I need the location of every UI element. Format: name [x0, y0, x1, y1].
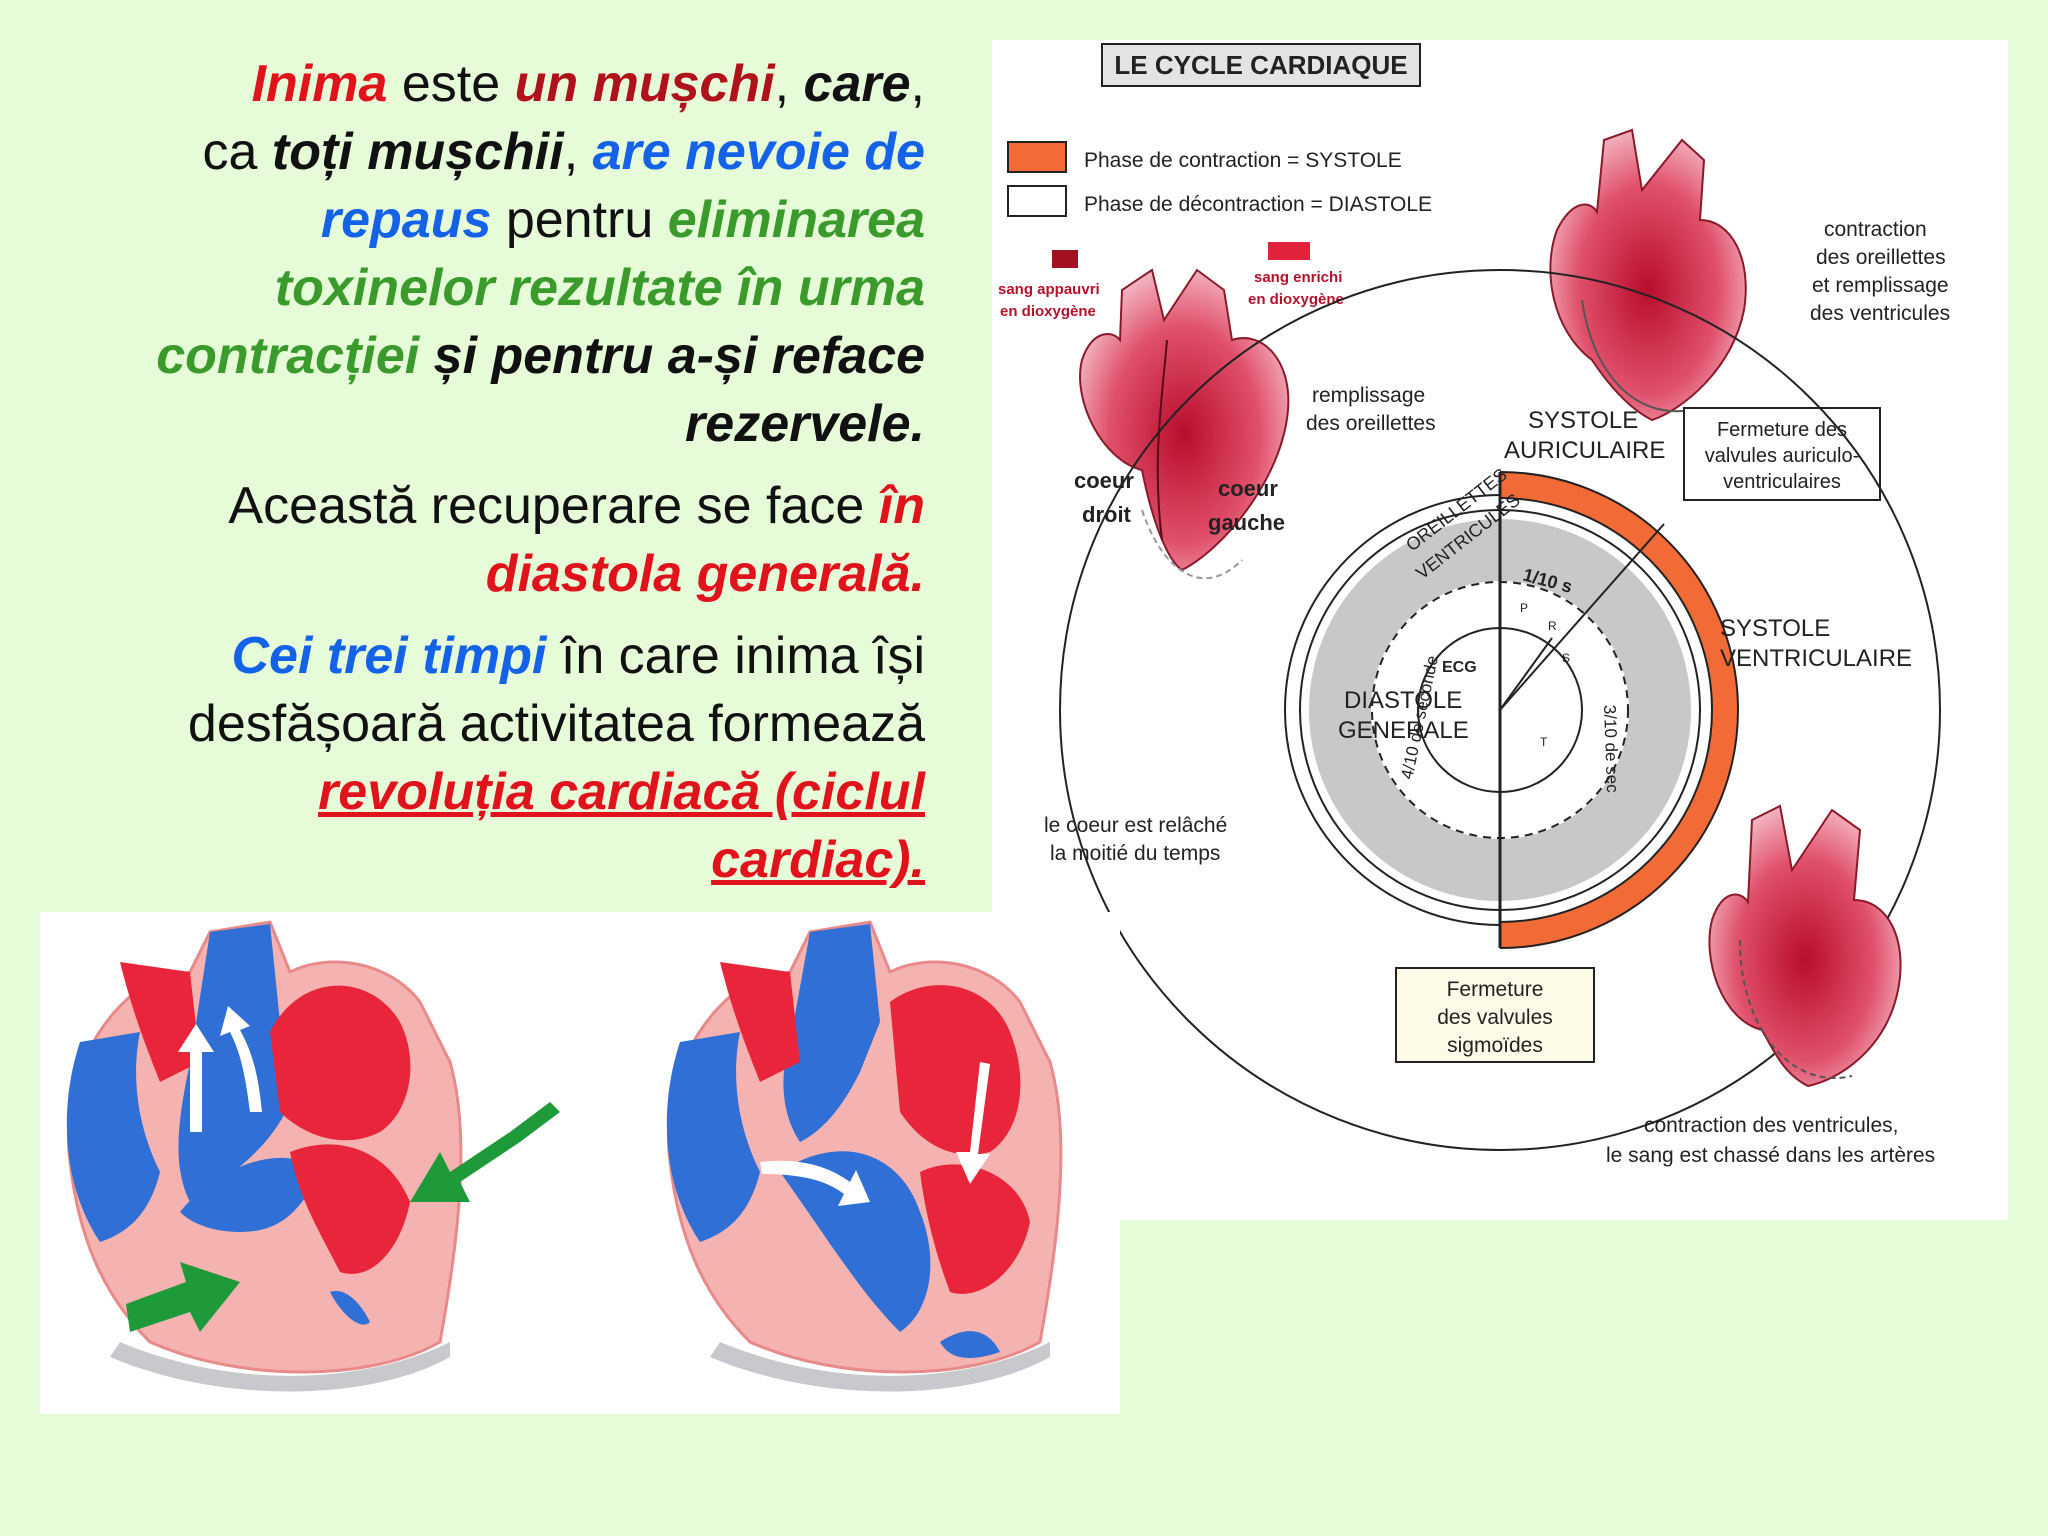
text-un-muschi: un mușchi [514, 55, 775, 113]
timing-wheel [1284, 471, 1739, 949]
coeur-gauche-2: gauche [1208, 510, 1285, 535]
text-contractiei: contracției [156, 327, 420, 385]
sang-appauvri-2: en dioxygène [1000, 303, 1096, 320]
label-ecg-t: T [1540, 735, 1548, 749]
cardiac-cycle-svg: LE CYCLE CARDIAQUE Phase de contraction … [998, 43, 1950, 1167]
text-ca: ca [202, 123, 272, 181]
paragraph-heart-muscle: Inima este un mușchi, care, ca toți mușc… [60, 50, 925, 458]
systole-auriculaire-1: SYSTOLE [1528, 407, 1638, 434]
text-in-care-inima: în care inima își [546, 627, 925, 685]
cardiac-cycle-diagram: LE CYCLE CARDIAQUE Phase de contraction … [992, 40, 2008, 1220]
label-three-tenths: 3/10 de sec [1600, 704, 1622, 793]
slide-text: Inima este un mușchi, care, ca toți mușc… [60, 50, 925, 908]
text-revolutia-cardiaca: revoluția cardiacă (ciclul [318, 763, 925, 821]
heart-relaxation-illustration [666, 920, 1063, 1392]
legend-diastole-swatch [1007, 185, 1067, 217]
remplissage-1: remplissage [1312, 384, 1425, 407]
text-comma: , [774, 55, 804, 113]
paragraph-cardiac-cycle: Cei trei timpi în care inima își desfășo… [60, 622, 925, 894]
label-ecg: ECG [1442, 659, 1477, 676]
text-comma-2: , [910, 55, 925, 113]
text-comma-3: , [563, 123, 593, 181]
contraction-oreillettes-3: et remplissage [1812, 274, 1949, 297]
systole-ventriculaire-2: VENTRICULAIRE [1720, 645, 1912, 672]
heart-atrial-systole-illustration [1549, 128, 1747, 422]
heart-illustrations-svg [66, 920, 1063, 1392]
text-este: este [387, 55, 515, 113]
sang-enrichi-1: sang enrichi [1254, 269, 1342, 286]
legend-systole-label: Phase de contraction = SYSTOLE [1084, 149, 1402, 172]
contraction-ventricules-1: contraction des ventricules, [1644, 1114, 1898, 1137]
sang-appauvri-1: sang appauvri [998, 281, 1100, 298]
fermeture-av-box [1683, 407, 1881, 501]
text-toxinelor: toxinelor rezultate în urma [274, 259, 925, 317]
systole-auriculaire-2: AURICULAIRE [1504, 437, 1665, 464]
contraction-oreillettes-4: des ventricules [1810, 302, 1950, 325]
fermeture-av-1: Fermeture des [1717, 419, 1847, 441]
text-diastola-generala: diastola generală. [485, 545, 925, 603]
text-pentru: pentru [491, 191, 668, 249]
text-eliminarea: eliminarea [667, 191, 925, 249]
contraction-oreillettes-1: contraction [1824, 218, 1927, 241]
remplissage-2: des oreillettes [1306, 412, 1436, 435]
fermeture-sig-2: des valvules [1437, 1006, 1553, 1029]
text-cei-trei-timpi: Cei trei timpi [231, 627, 547, 685]
label-ecg-r: R [1548, 619, 1557, 633]
paragraph-recovery: Această recuperare se face în diastola g… [60, 472, 925, 608]
text-si-pentru: și pentru a-și reface [419, 327, 925, 385]
heart-illustrations [40, 912, 1120, 1414]
sang-enrichi-2: en dioxygène [1248, 291, 1344, 308]
text-repaus: repaus [320, 191, 492, 249]
label-ecg-p: P [1520, 601, 1528, 615]
fermeture-sigmoides-box [1395, 967, 1595, 1063]
sang-appauvri-swatch [1052, 250, 1078, 268]
diastole-generale-1: DIASTOLE [1344, 687, 1462, 714]
cycle-outer-circle [1059, 269, 1941, 1151]
fermeture-av-3: ventriculaires [1723, 471, 1841, 493]
text-are-nevoie: are nevoie de [592, 123, 925, 181]
text-desfasoara: desfășoară activitatea formează [187, 695, 925, 753]
text-care: care [803, 55, 911, 113]
coeur-gauche-1: coeur [1218, 476, 1278, 501]
relache-1: le coeur est relâché [1044, 814, 1227, 837]
diagram-title-box [1101, 43, 1421, 87]
contraction-ventricules-2: le sang est chassé dans les artères [1606, 1144, 1935, 1167]
fermeture-sig-1: Fermeture [1447, 978, 1544, 1001]
systole-ventriculaire-1: SYSTOLE [1720, 615, 1830, 642]
diagram-title: LE CYCLE CARDIAQUE [1114, 50, 1407, 80]
sang-enrichi-swatch [1268, 242, 1310, 260]
relache-2: la moitié du temps [1050, 842, 1220, 865]
heart-ventricular-systole-illustration [1708, 804, 1902, 1088]
contraction-oreillettes-2: des oreillettes [1816, 246, 1946, 269]
legend-diastole-label: Phase de décontraction = DIASTOLE [1084, 193, 1432, 216]
fermeture-av-2: valvules auriculo- [1705, 445, 1860, 467]
fermeture-sig-3: sigmoïdes [1447, 1034, 1543, 1057]
text-inima: Inima [251, 55, 388, 113]
text-toti-muschii: toți mușchii [271, 123, 564, 181]
heart-contraction-illustration [66, 920, 560, 1392]
text-in: în [878, 477, 925, 535]
diastole-generale-2: GENERALE [1338, 717, 1469, 744]
text-cardiac: cardiac). [711, 831, 925, 889]
text-rezervele: rezervele. [685, 395, 925, 453]
text-recuperare: Această recuperare se face [228, 477, 879, 535]
legend-systole-swatch [1007, 141, 1067, 173]
label-ecg-s: S [1562, 651, 1570, 665]
